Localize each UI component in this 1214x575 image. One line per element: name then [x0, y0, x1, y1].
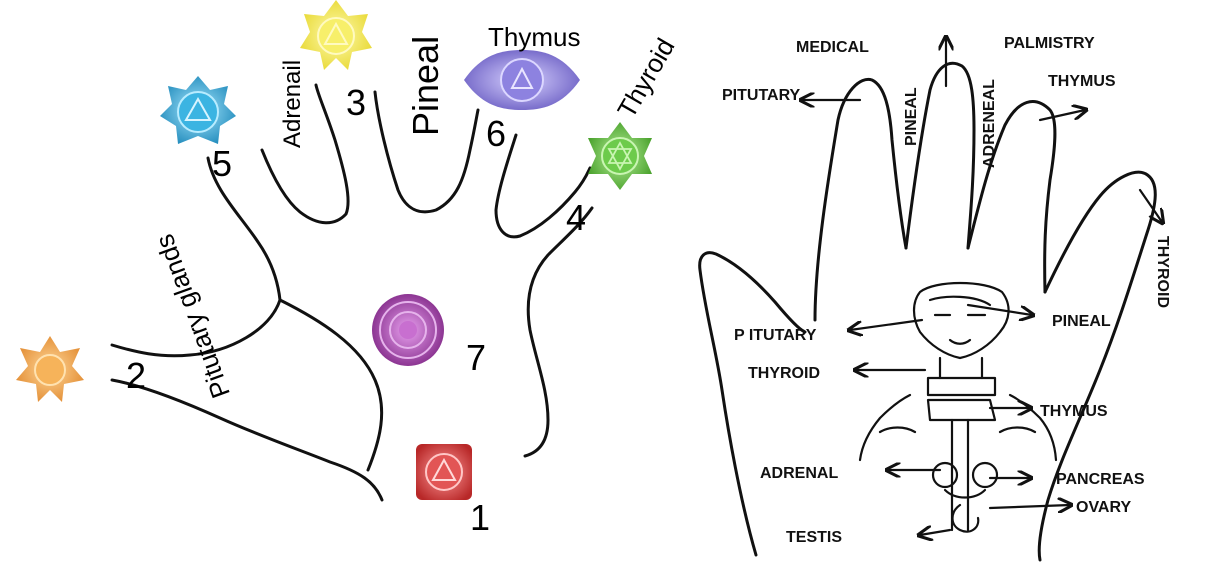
label-pituitary-glands: Pitutary glands	[149, 230, 236, 402]
label-thymus-finger: THYMUS	[1048, 73, 1116, 90]
label-medical: MEDICAL	[796, 39, 869, 56]
chakra-sacral-icon	[16, 336, 84, 402]
label-pancreas-body: PANCREAS	[1056, 471, 1145, 488]
number-2: 2	[126, 355, 146, 396]
number-3: 3	[346, 82, 366, 123]
label-palmistry: PALMISTRY	[1004, 35, 1095, 52]
number-4: 4	[566, 197, 586, 238]
label-adrenal-body: ADRENAL	[760, 465, 838, 482]
chakra-solar-plexus-icon	[300, 0, 372, 70]
label-ovary-body: OVARY	[1076, 499, 1131, 516]
label-thymus-body: THYMUS	[1040, 403, 1108, 420]
label-adrenal-finger: ADRENEAL	[981, 79, 998, 168]
chakra-root-icon	[416, 444, 472, 500]
chakra-third-eye-icon	[464, 50, 580, 110]
label-testis-body: TESTIS	[786, 529, 842, 546]
label-pituitary-finger: PITUTARY	[722, 87, 801, 104]
number-1: 1	[470, 497, 490, 538]
label-pineal-finger: PINEAL	[903, 87, 920, 146]
label-thymus: Thymus	[488, 22, 580, 52]
number-6: 6	[486, 113, 506, 154]
chakra-heart-icon	[588, 122, 652, 190]
chakra-throat-icon	[160, 76, 236, 144]
number-7: 7	[466, 337, 486, 378]
label-pineal-body: PINEAL	[1052, 313, 1111, 330]
number-5: 5	[212, 143, 232, 184]
chakra-crown-icon	[372, 294, 444, 366]
label-pineal: Pineal	[405, 36, 446, 136]
label-pituitary-body: P ITUTARY	[734, 327, 817, 344]
label-adrenal: Adrenail	[279, 60, 306, 148]
label-thyroid: Thyroid	[611, 33, 680, 123]
label-thyroid-body: THYROID	[748, 365, 820, 382]
label-thyroid-thumb: THYROID	[1154, 236, 1171, 308]
